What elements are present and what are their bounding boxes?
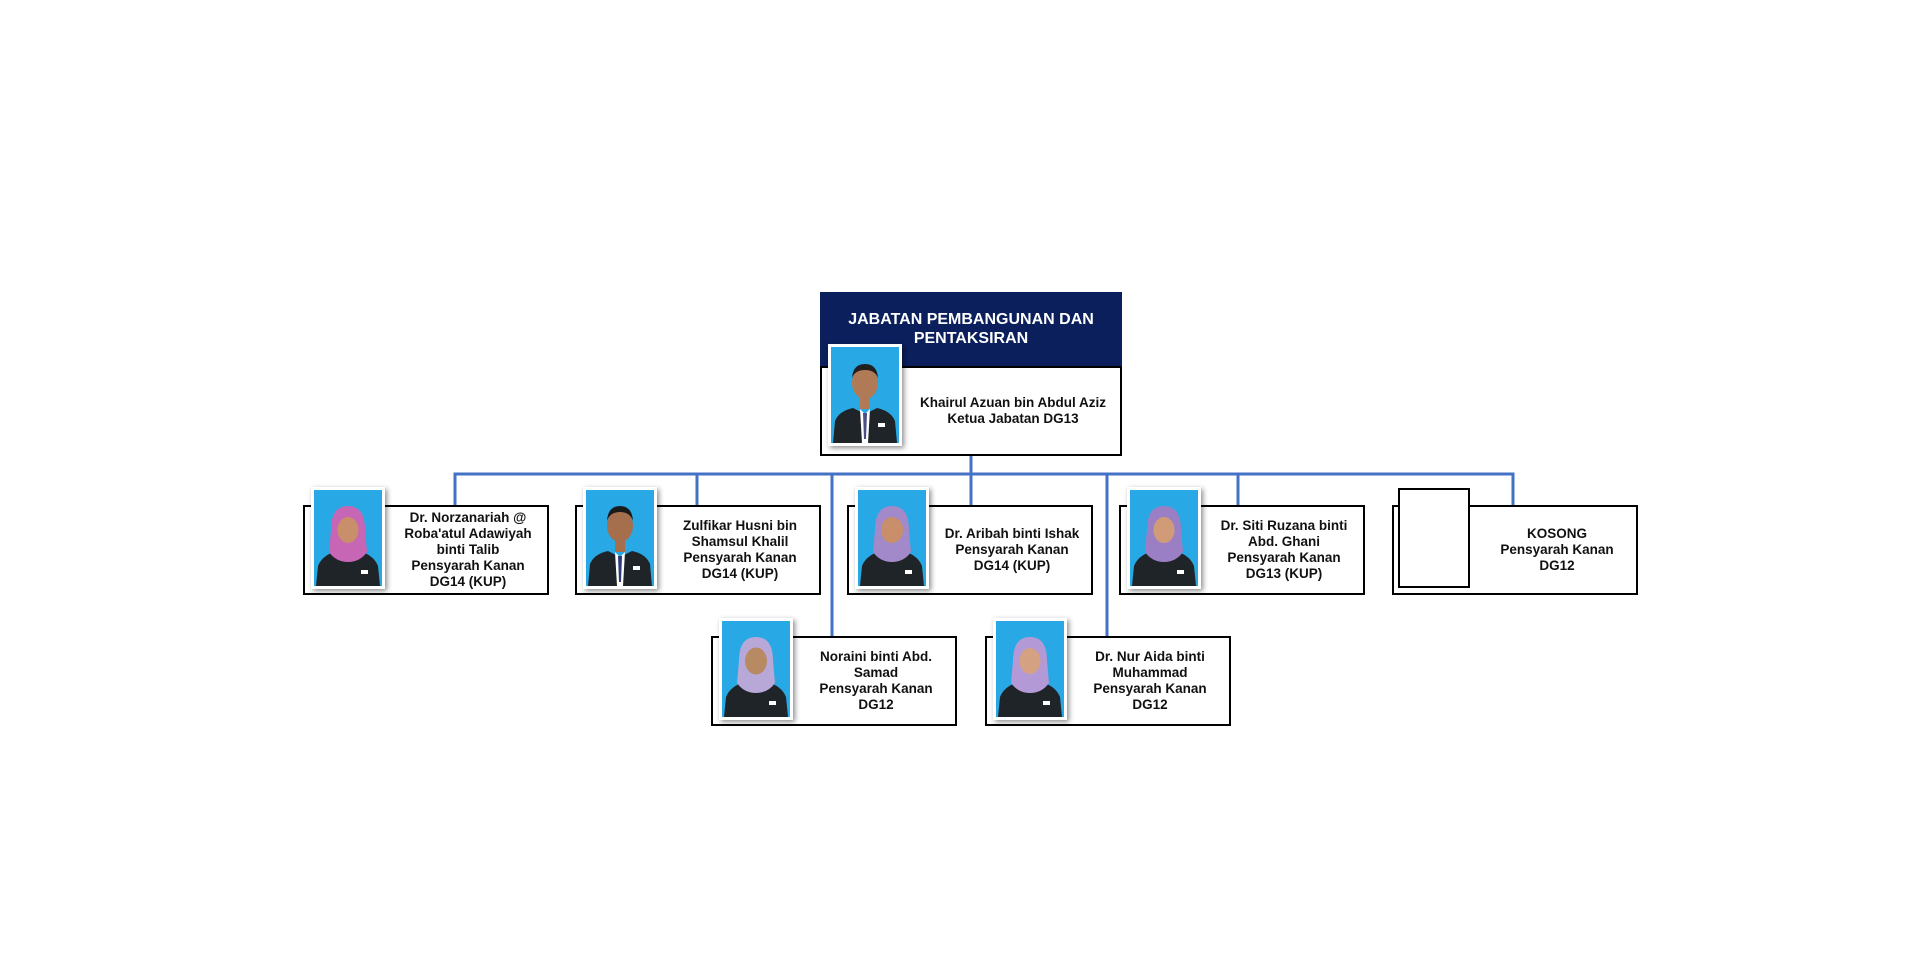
- staff-grade: DG12: [1132, 697, 1168, 712]
- staff-name: Dr. Aribah binti Ishak: [944, 526, 1080, 541]
- staff-position: Pensyarah Kanan: [819, 681, 933, 696]
- woman-lavender-hijab-portrait-icon: [722, 621, 790, 717]
- staff-card-text: Dr. Nur Aida binti Muhammad Pensyarah Ka…: [1075, 638, 1225, 724]
- staff-photo-3: [855, 487, 929, 589]
- staff-photo-6: [719, 618, 793, 720]
- man-portrait-icon: [586, 490, 654, 586]
- staff-card-text: KOSONG Pensyarah Kanan DG12: [1482, 507, 1632, 593]
- staff-grade: DG13 (KUP): [1245, 566, 1323, 581]
- staff-name: Noraini binti Abd. Samad: [820, 649, 932, 680]
- woman-lavender-hijab-portrait-icon: [996, 621, 1064, 717]
- staff-name: Dr. Nur Aida binti Muhammad: [1095, 649, 1205, 680]
- staff-position: Pensyarah Kanan: [955, 542, 1069, 557]
- staff-position: Pensyarah Kanan: [683, 550, 797, 565]
- staff-card-text: Noraini binti Abd. Samad Pensyarah Kanan…: [801, 638, 951, 724]
- head-photo: [828, 344, 902, 446]
- woman-purple-hijab-portrait-icon: [1130, 490, 1198, 586]
- staff-photo-5-empty-frame: [1398, 488, 1470, 588]
- head-name: Khairul Azuan bin Abdul Aziz: [920, 395, 1106, 410]
- staff-photo-2: [583, 487, 657, 589]
- staff-position: Pensyarah Kanan: [1093, 681, 1207, 696]
- staff-position: Pensyarah Kanan: [1500, 542, 1614, 557]
- staff-name: Dr. Siti Ruzana binti Abd. Ghani: [1220, 518, 1348, 549]
- staff-grade: DG12: [858, 697, 894, 712]
- staff-grade: DG12: [1539, 558, 1575, 573]
- staff-photo-1: [311, 487, 385, 589]
- staff-photo-7: [993, 618, 1067, 720]
- staff-grade: DG14 (KUP): [429, 574, 507, 589]
- head-role: Ketua Jabatan DG13: [947, 411, 1079, 426]
- department-title: JABATAN PEMBANGUNAN DAN PENTAKSIRAN: [848, 311, 1094, 347]
- woman-purple-hijab-portrait-icon: [858, 490, 926, 586]
- man-portrait-icon: [831, 347, 899, 443]
- staff-position: Pensyarah Kanan: [1227, 550, 1341, 565]
- staff-card-text: Zulfikar Husni bin Shamsul Khalil Pensya…: [665, 507, 815, 593]
- head-card-text: Khairul Azuan bin Abdul Aziz Ketua Jabat…: [910, 368, 1116, 454]
- staff-card-text: Dr. Siti Ruzana binti Abd. Ghani Pensyar…: [1209, 507, 1359, 593]
- staff-card-text: Dr. Norzanariah @ Roba'atul Adawiyah bin…: [393, 507, 543, 593]
- staff-name: KOSONG: [1526, 526, 1587, 541]
- woman-pink-hijab-portrait-icon: [314, 490, 382, 586]
- staff-name: Dr. Norzanariah @ Roba'atul Adawiyah bin…: [404, 510, 532, 557]
- staff-name: Zulfikar Husni bin Shamsul Khalil: [682, 518, 797, 549]
- staff-grade: DG14 (KUP): [973, 558, 1051, 573]
- staff-grade: DG14 (KUP): [701, 566, 779, 581]
- staff-card-text: Dr. Aribah binti Ishak Pensyarah Kanan D…: [937, 507, 1087, 593]
- staff-photo-4: [1127, 487, 1201, 589]
- staff-position: Pensyarah Kanan: [411, 558, 525, 573]
